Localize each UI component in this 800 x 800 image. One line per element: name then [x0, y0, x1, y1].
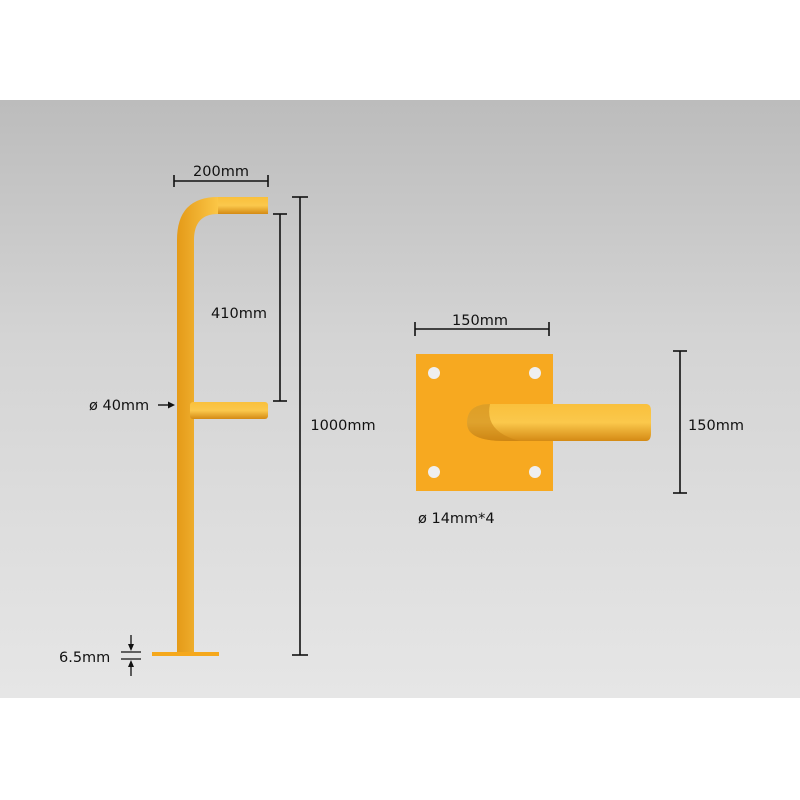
middle-bar — [190, 402, 268, 419]
upper-span-label: 410mm — [211, 306, 267, 322]
plate-width-label: 150mm — [452, 313, 508, 329]
diameter-arrow — [158, 401, 175, 409]
arrow-down — [128, 644, 134, 651]
top-view-tube — [467, 404, 651, 441]
tube-end-shadow — [467, 404, 520, 441]
arrow-up — [128, 660, 134, 667]
holes-label: ø 14mm*4 — [418, 511, 495, 527]
diagram-background — [0, 100, 800, 698]
bolt-hole — [529, 367, 541, 379]
height-label: 1000mm — [310, 418, 375, 434]
top-view: 150mm 150mm ø 14mm*4 — [414, 313, 744, 527]
width-dimension — [173, 175, 269, 187]
side-view: 200mm 410mm 1000mm ø 40mm 6.5mm — [59, 164, 376, 676]
base-thickness-label: 6.5mm — [59, 650, 110, 666]
post-tube — [177, 197, 268, 652]
bolt-hole — [529, 466, 541, 478]
plate-height-label: 150mm — [688, 418, 744, 434]
diameter-label: ø 40mm — [89, 398, 149, 414]
bolt-hole — [428, 466, 440, 478]
base-plate — [152, 652, 219, 656]
base-thickness-dimension — [121, 635, 141, 676]
plate-height-dimension — [673, 350, 687, 494]
upper-span-dimension — [273, 213, 287, 402]
width-label: 200mm — [193, 164, 249, 180]
top-arm — [218, 197, 268, 214]
bolt-hole — [428, 367, 440, 379]
plate-width-dimension — [414, 322, 550, 336]
height-dimension — [292, 196, 308, 656]
